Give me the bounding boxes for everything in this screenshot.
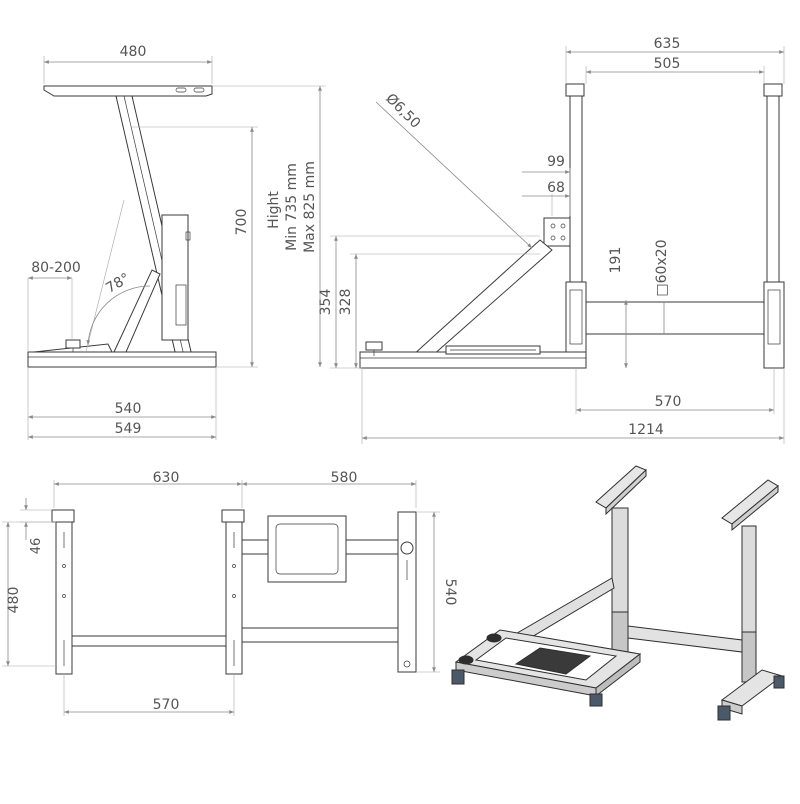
- height-note-2: Min 735 mm: [284, 163, 300, 251]
- right-column-cap: [763, 83, 783, 97]
- dim-354-label: 354: [318, 289, 334, 316]
- plate-slot: [175, 87, 187, 93]
- bracket-slot: [175, 284, 187, 326]
- top-cross-tube: [71, 635, 227, 647]
- dim-1214-label: 1214: [628, 422, 664, 438]
- left-column-cap: [565, 83, 585, 97]
- top-knob: [400, 541, 414, 555]
- dim-540-label: 540: [115, 401, 142, 417]
- wheel-plate: [43, 85, 213, 97]
- rear-bracket: [161, 214, 189, 341]
- top-view: 630 580 46 480 540 570: [2, 470, 458, 716]
- dim-630-label: 630: [153, 470, 180, 486]
- diameter-label: Ø6,50: [382, 91, 423, 132]
- diameter-leader: [375, 101, 533, 249]
- height-note-3: Max 825 mm: [302, 161, 318, 253]
- angle-arc: [86, 285, 151, 346]
- dim-505-label: 505: [654, 56, 681, 72]
- dim-99-label: 99: [547, 154, 565, 170]
- isometric-view: [451, 465, 785, 721]
- left-sleeve-slot: [569, 289, 583, 345]
- iso-knob: [486, 633, 502, 643]
- dim-480-label: 480: [120, 44, 147, 60]
- bracket-hole: [550, 235, 556, 241]
- front-diagonal-brace: [410, 239, 553, 357]
- bracket-hole: [550, 223, 556, 229]
- iso-diagonal-brace: [511, 577, 615, 645]
- bracket-bolt: [185, 231, 191, 241]
- base-rail: [27, 351, 217, 368]
- dim-570-front-label: 570: [655, 394, 682, 410]
- side-view: 480 700 Hight Min 735 mm Max 825 mm 80-2…: [27, 44, 326, 440]
- dim-480-top-label: 480: [6, 587, 22, 614]
- iso-knob: [458, 655, 474, 665]
- right-sleeve-slot: [767, 289, 781, 345]
- height-note-1: Hight: [266, 191, 282, 229]
- dim-80-200-label: 80-200: [31, 260, 81, 276]
- top-right-post: [397, 511, 417, 673]
- plate-slot: [193, 87, 205, 93]
- iso-foot: [717, 705, 731, 721]
- angle-label: 78°: [103, 270, 133, 296]
- dim-328-label: 328: [338, 289, 354, 316]
- front-view: 635 505 Ø6,50 99 68 354 328 191 □60x20: [318, 36, 785, 444]
- adjust-knob: [65, 339, 81, 349]
- dim-635-label: 635: [654, 36, 681, 52]
- dim-580-label: 580: [331, 470, 358, 486]
- section-label: □60x20: [654, 239, 670, 296]
- bracket-hole: [560, 235, 566, 241]
- top-pedal-plate: [267, 515, 347, 583]
- crossbar: [585, 301, 765, 335]
- right-column: [766, 95, 780, 283]
- top-mid-post-cap: [221, 509, 245, 523]
- iso-crossbar: [627, 625, 743, 653]
- top-pedal-rail-rear: [241, 627, 411, 643]
- top-left-post-cap: [51, 509, 75, 523]
- iso-foot: [451, 669, 465, 685]
- front-knob: [365, 341, 383, 351]
- left-column: [569, 95, 583, 283]
- mount-bracket: [543, 217, 571, 247]
- bracket-hole: [560, 223, 566, 229]
- dim-700-label: 700: [234, 209, 250, 236]
- iso-right-plate: [721, 479, 779, 525]
- iso-foot: [773, 675, 785, 689]
- dim-570-top-label: 570: [153, 697, 180, 713]
- right-column-sleeve: [763, 281, 785, 369]
- iso-foot: [589, 693, 603, 707]
- dim-540-top-label: 540: [442, 579, 458, 606]
- iso-left-plate: [595, 465, 647, 509]
- dim-68-label: 68: [547, 180, 565, 196]
- dim-191-label: 191: [608, 247, 624, 274]
- dim-549-label: 549: [115, 421, 142, 437]
- iso-pedal-mat: [514, 647, 592, 675]
- dim-46-label: 46: [29, 538, 44, 555]
